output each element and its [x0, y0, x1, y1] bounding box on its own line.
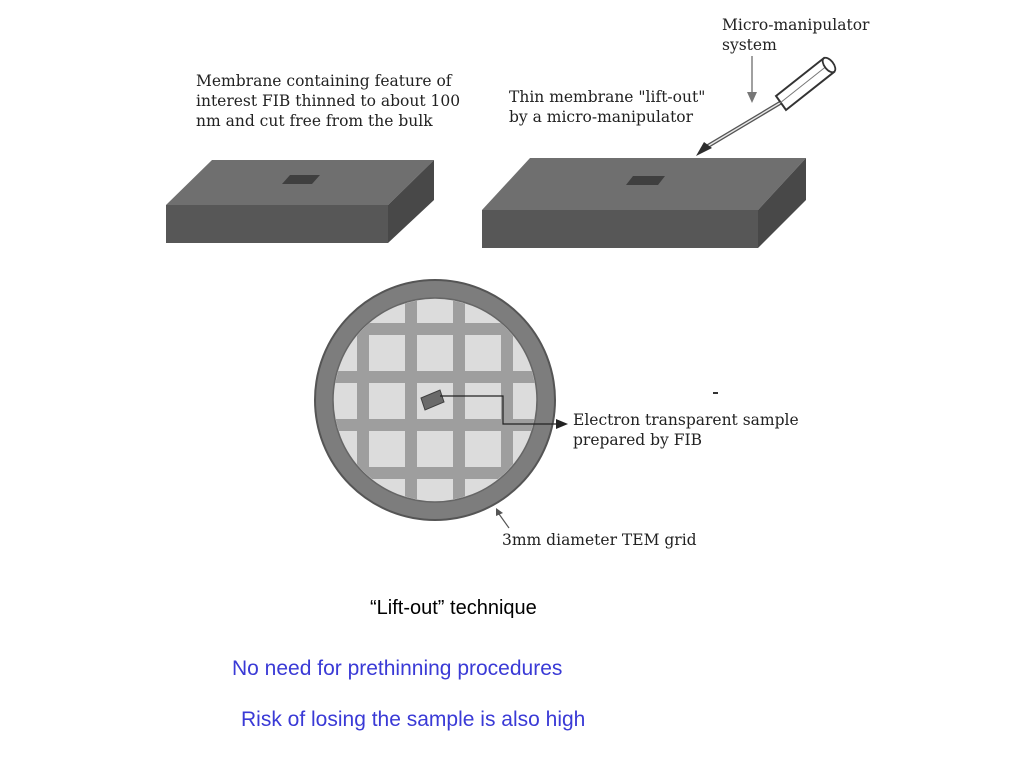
- sample-leader-line: [440, 395, 556, 425]
- bulk-block-right-front: [482, 210, 758, 248]
- manipulator-end-cap: [821, 56, 837, 74]
- caption-title: “Lift-out” technique: [370, 597, 537, 619]
- caption-point-1: No need for prethinning procedures: [232, 657, 563, 680]
- liftout-note-line-1: Thin membrane "lift-out": [509, 88, 706, 106]
- sample-leader-arrowhead: [556, 419, 568, 429]
- sample-note: Electron transparent sample prepared by …: [573, 410, 799, 450]
- manipulator-note-line-1: Micro-manipulator: [722, 16, 870, 34]
- bulk-block-left-side: [388, 160, 434, 243]
- bulk-block-left: [166, 160, 434, 243]
- caption-point-2: Risk of losing the sample is also high: [241, 708, 586, 731]
- grid-note: 3mm diameter TEM grid: [502, 531, 697, 549]
- sample-note-line-1: Electron transparent sample: [573, 411, 799, 429]
- bulk-block-left-front: [166, 205, 388, 243]
- membrane-note-line-1: Membrane containing feature of: [196, 72, 452, 90]
- stray-mark: [713, 392, 718, 394]
- membrane-note-line-2: interest FIB thinned to about 100: [196, 92, 461, 110]
- membrane-slot-right: [626, 176, 665, 185]
- membrane-note: Membrane containing feature of interest …: [196, 71, 460, 131]
- bulk-block-right-side: [758, 158, 806, 248]
- liftout-note-line-2: by a micro-manipulator: [509, 108, 694, 126]
- micro-manipulator: [696, 56, 837, 156]
- bulk-block-right: [482, 158, 806, 248]
- electron-transparent-sample: [420, 389, 445, 411]
- lift-out-diagram: [166, 56, 837, 529]
- liftout-note: Thin membrane "lift-out" by a micro-mani…: [509, 87, 705, 127]
- sample-note-line-2: prepared by FIB: [573, 431, 702, 449]
- tem-grid: [314, 279, 718, 529]
- membrane-slot-left: [282, 175, 320, 184]
- manipulator-note: Micro-manipulator system: [722, 15, 869, 55]
- manipulator-tip: [696, 142, 712, 156]
- grid-leader-line: [498, 513, 510, 529]
- membrane-note-line-3: nm and cut free from the bulk: [196, 112, 433, 130]
- manipulator-note-line-2: system: [722, 36, 777, 54]
- tem-grid-bars: [334, 299, 536, 501]
